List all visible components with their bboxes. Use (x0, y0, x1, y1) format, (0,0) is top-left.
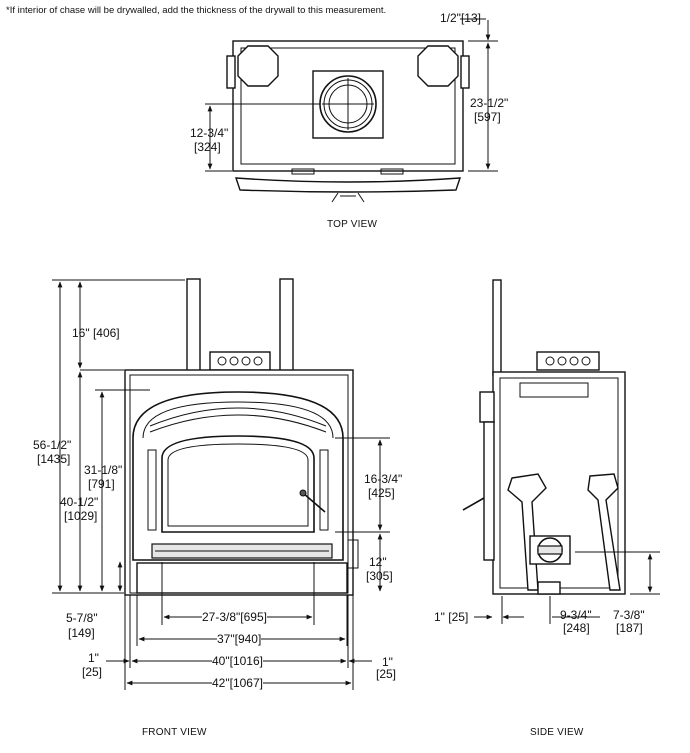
front-dim-door-height-mm: [425] (368, 486, 395, 500)
front-dim-inner-width: 37"[940] (217, 632, 262, 646)
top-dim-depth-in: 23-1/2" (470, 96, 509, 110)
front-dim-total-height-in: 56-1/2" (33, 438, 72, 452)
side-dim-front-offset: 1" [25] (434, 610, 469, 624)
front-dim-base-height-mm: [305] (366, 569, 393, 583)
front-dim-base-height-in: 12" (369, 555, 387, 569)
front-view-drawing (52, 278, 390, 690)
side-dim-outlet-height-in: 7-3/8" (613, 608, 645, 622)
front-dim-door-height-in: 16-3/4" (364, 472, 403, 486)
top-dim-flue-in: 12-3/4" (190, 126, 229, 140)
front-dim-total-height-mm: [1435] (37, 452, 71, 466)
side-view-caption: SIDE VIEW (530, 727, 584, 738)
front-dim-leg-height-mm: [149] (68, 626, 95, 640)
front-dim-arch-height-in: 31-1/8" (84, 463, 123, 477)
top-view-caption: TOP VIEW (327, 219, 378, 230)
side-dim-outlet-height-mm: [187] (616, 621, 643, 635)
side-dim-outlet-depth-in: 9-3/4" (560, 608, 592, 622)
drywall-note: *If interior of chase will be drywalled,… (6, 5, 387, 16)
front-dim-left-offset-mm: [25] (82, 665, 103, 679)
front-dim-body-height-mm: [1029] (64, 509, 98, 523)
top-dim-depth-mm: [597] (474, 110, 501, 124)
top-dim-flue-mm: [324] (194, 140, 221, 154)
front-dim-opening-width: 27-3/8"[695] (202, 610, 267, 624)
front-dim-frame-width: 40"[1016] (212, 654, 263, 668)
front-dim-leg-height-in: 5-7/8" (66, 611, 98, 625)
top-view-drawing (205, 18, 498, 203)
side-dim-outlet-depth-mm: [248] (563, 621, 590, 635)
side-view-drawing (462, 279, 660, 624)
front-dim-overall-width: 42"[1067] (212, 676, 263, 690)
front-dim-right-offset-in: 1" (382, 655, 393, 669)
front-view-caption: FRONT VIEW (142, 727, 207, 738)
front-dim-arch-height-mm: [791] (88, 477, 115, 491)
top-dim-half-inch: 1/2"[13] (440, 11, 481, 25)
front-dim-right-offset-mm: [25] (376, 667, 397, 681)
front-dim-pipe-height: 16" [406] (72, 326, 120, 340)
front-dim-body-height-in: 40-1/2" (60, 495, 99, 509)
front-dim-left-offset-in: 1" (88, 651, 99, 665)
